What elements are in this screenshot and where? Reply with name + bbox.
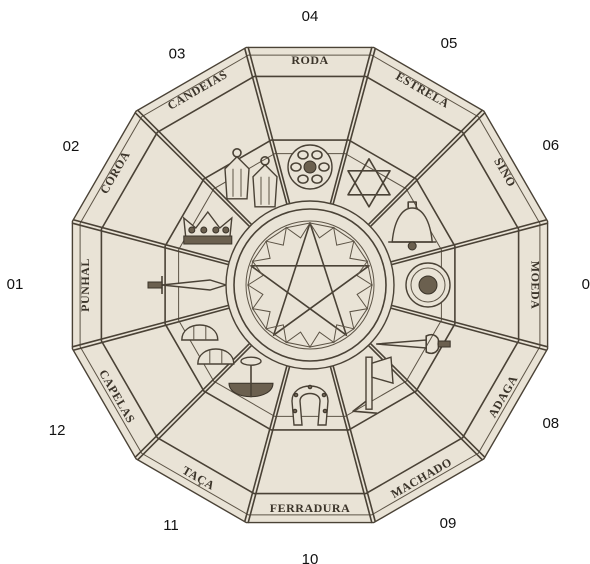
segment-number: 07: [582, 276, 590, 293]
segment-number: 02: [63, 138, 80, 155]
segment-number: 06: [542, 137, 559, 154]
segment-number: 09: [440, 515, 457, 532]
segment-number: 04: [302, 8, 319, 25]
segment-number: 01: [7, 276, 24, 293]
segment-label: RODA: [291, 53, 328, 67]
segment-number: 11: [163, 517, 179, 534]
center-outer-ring: [226, 201, 394, 369]
center-medallion: [226, 201, 394, 369]
segment-number: 12: [49, 422, 66, 439]
segment-number: 08: [542, 415, 559, 432]
segment-number: 05: [441, 35, 458, 52]
segment-label: MOEDA: [528, 261, 542, 310]
wheel-icon: [288, 145, 332, 189]
segment-label: FERRADURA: [270, 501, 351, 515]
segment-number: 03: [169, 46, 186, 63]
segment-number: 10: [302, 551, 319, 564]
coin-icon: [406, 263, 450, 307]
segment-label: PUNHAL: [78, 258, 92, 312]
